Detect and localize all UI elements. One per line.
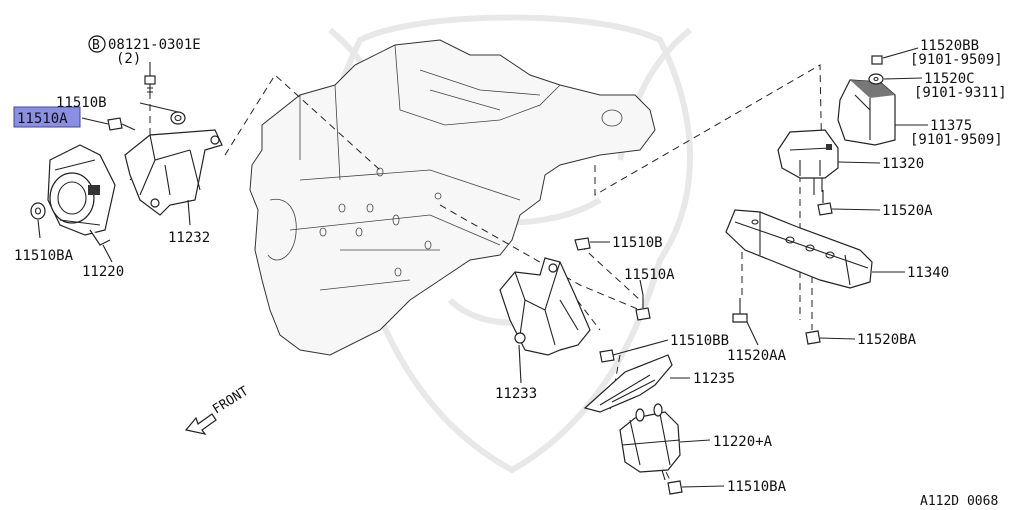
label-11220[interactable]: 11220 bbox=[82, 264, 124, 280]
engine-mount-bracket-11233 bbox=[499, 257, 591, 356]
rear-member-11340 bbox=[725, 209, 873, 289]
part-labels: B 08121-0301E (2) 11510B 11510A 11510BA … bbox=[14, 35, 1007, 509]
label-11220A[interactable]: 11220+A bbox=[713, 434, 773, 450]
label-11520A[interactable]: 11520A bbox=[882, 203, 933, 219]
label-11232[interactable]: 11232 bbox=[168, 230, 210, 246]
diagram-code: A112D 0068 bbox=[920, 494, 998, 509]
label-11510BA-left[interactable]: 11510BA bbox=[14, 248, 74, 264]
label-11233[interactable]: 11233 bbox=[495, 386, 537, 402]
label-bolt-qty: (2) bbox=[116, 51, 141, 67]
label-11375[interactable]: 11375 bbox=[930, 118, 972, 134]
nut-11510B-mid bbox=[574, 237, 591, 251]
label-11375-range: [9101-9509] bbox=[910, 132, 1003, 148]
label-11510B-mid[interactable]: 11510B bbox=[612, 235, 663, 251]
bolt-11520A bbox=[817, 190, 833, 216]
engine-block bbox=[249, 39, 656, 356]
bolt-11510A-mid bbox=[635, 295, 651, 321]
front-label: FRONT bbox=[210, 384, 251, 418]
label-08121-0301E[interactable]: 08121-0301E bbox=[108, 37, 201, 53]
label-11520AA[interactable]: 11520AA bbox=[727, 348, 787, 364]
engine-mount-insulator-11220 bbox=[47, 144, 116, 246]
engine-mount-insulator-11220A bbox=[619, 403, 681, 481]
nut-11520BA bbox=[805, 330, 821, 345]
label-11320[interactable]: 11320 bbox=[882, 156, 924, 172]
label-11340[interactable]: 11340 bbox=[907, 265, 949, 281]
bolt-08121-0301E bbox=[144, 75, 156, 95]
mount-stud-icon bbox=[88, 185, 100, 195]
bolt-11520AA bbox=[732, 298, 748, 323]
bolt-b-callout[interactable]: B 08121-0301E (2) bbox=[88, 35, 201, 67]
label-11510BA-bottom[interactable]: 11510BA bbox=[727, 479, 787, 495]
label-11520BA[interactable]: 11520BA bbox=[857, 332, 917, 348]
washer-11520C bbox=[868, 73, 884, 85]
label-11520C[interactable]: 11520C bbox=[924, 71, 975, 87]
nut-11520BB bbox=[871, 55, 883, 65]
selected-part-highlight[interactable] bbox=[13, 106, 81, 128]
label-11510B-top[interactable]: 11510B bbox=[56, 95, 107, 111]
label-11520BB[interactable]: 11520BB bbox=[920, 38, 979, 54]
label-11520BB-range: [9101-9509] bbox=[910, 52, 1003, 68]
label-11510BB[interactable]: 11510BB bbox=[670, 333, 729, 349]
washer-11510BA-left bbox=[30, 202, 46, 220]
leader-lines bbox=[37, 47, 928, 488]
label-11510A-mid[interactable]: 11510A bbox=[624, 267, 675, 283]
damper-11375 bbox=[837, 79, 896, 146]
nut-11510BA-bottom bbox=[667, 480, 683, 495]
bolt-b-marker: B bbox=[92, 38, 100, 53]
heat-insulator-11235 bbox=[583, 354, 673, 413]
nut-11510BB bbox=[599, 349, 615, 363]
label-11520C-range: [9101-9311] bbox=[914, 85, 1007, 101]
label-11235[interactable]: 11235 bbox=[693, 371, 735, 387]
front-arrow: FRONT bbox=[184, 384, 251, 435]
nut-11510B-top bbox=[170, 111, 186, 125]
engine-mount-bracket-11232 bbox=[124, 129, 223, 216]
transmission-mount-11320 bbox=[777, 129, 839, 195]
label-11510A-top[interactable]: 11510A bbox=[17, 111, 68, 127]
bolt-11510A-top bbox=[107, 117, 136, 131]
